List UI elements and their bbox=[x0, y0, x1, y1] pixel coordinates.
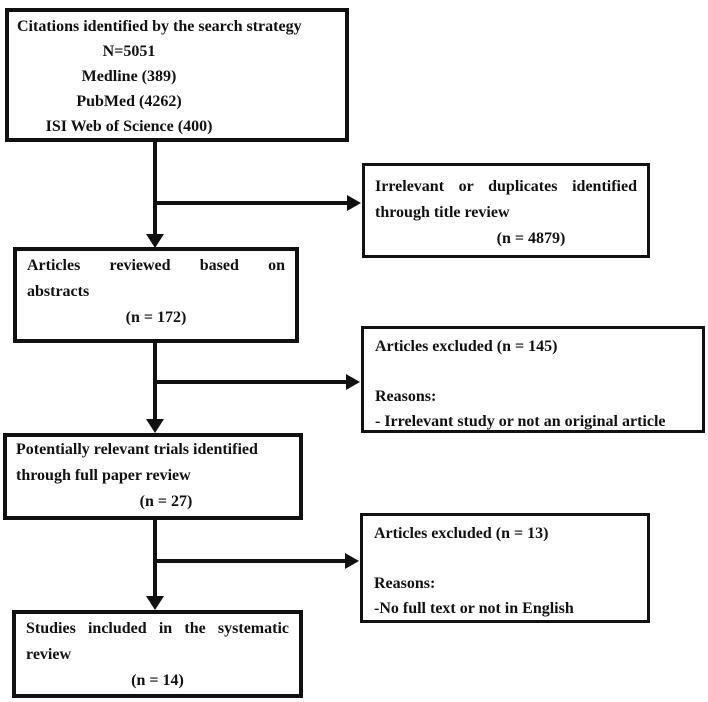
right-arrowhead bbox=[345, 553, 359, 569]
excluded-abstracts-title: Articles excluded (n = 145) bbox=[375, 338, 558, 355]
included-line1: Studies included in the systematic bbox=[26, 620, 289, 637]
arrow-citations-to-abstracts bbox=[153, 142, 157, 235]
down-arrowhead bbox=[146, 234, 164, 248]
box-excluded-abstracts: Articles excluded (n = 145) Reasons: - I… bbox=[361, 326, 705, 433]
right-arrowhead bbox=[347, 195, 361, 211]
full-paper-count: (n = 27) bbox=[139, 493, 193, 510]
citations-isi: ISI Web of Science (400) bbox=[45, 118, 213, 135]
citations-title: Citations identified by the search strat… bbox=[17, 18, 302, 35]
citations-medline: Medline (389) bbox=[81, 68, 177, 85]
arrow-branch-to-excluded-13 bbox=[155, 559, 346, 563]
title-review-line2: through title review bbox=[375, 204, 510, 221]
arrow-branch-to-title-review bbox=[155, 201, 348, 205]
citations-total: N=5051 bbox=[102, 43, 156, 60]
full-paper-line2: through full paper review bbox=[16, 467, 191, 484]
included-line2: review bbox=[26, 646, 72, 663]
abstracts-count: (n = 172) bbox=[125, 309, 187, 326]
right-arrowhead bbox=[346, 374, 360, 390]
arrow-branch-to-excluded-145 bbox=[155, 380, 347, 384]
excluded-full-title: Articles excluded (n = 13) bbox=[374, 525, 549, 542]
title-review-line1: Irrelevant or duplicates identified bbox=[375, 178, 637, 195]
down-arrowhead bbox=[146, 596, 164, 610]
box-citations-identified: Citations identified by the search strat… bbox=[5, 8, 349, 142]
box-excluded-full-paper: Articles excluded (n = 13) Reasons: -No … bbox=[360, 513, 650, 623]
excluded-abstracts-reason: - Irrelevant study or not an original ar… bbox=[375, 413, 666, 430]
citations-sources: N=5051 Medline (389) PubMed (4262) ISI W… bbox=[17, 39, 337, 139]
included-count: (n = 14) bbox=[131, 672, 184, 689]
full-paper-line1: Potentially relevant trials identified bbox=[16, 441, 258, 458]
blank-line bbox=[375, 359, 691, 384]
abstracts-line2: abstracts bbox=[27, 283, 90, 300]
blank-line bbox=[374, 546, 636, 571]
excluded-full-reason: -No full text or not in English bbox=[374, 600, 574, 617]
box-excluded-title-review: Irrelevant or duplicates identified thro… bbox=[362, 163, 650, 258]
box-studies-included: Studies included in the systematic revie… bbox=[12, 610, 303, 698]
box-full-paper-review: Potentially relevant trials identified t… bbox=[3, 433, 303, 520]
abstracts-line1: Articles reviewed based on bbox=[27, 257, 285, 274]
title-review-count: (n = 4879) bbox=[496, 230, 566, 247]
box-abstract-review: Articles reviewed based on abstracts (n … bbox=[13, 247, 299, 343]
citations-pubmed: PubMed (4262) bbox=[76, 93, 182, 110]
excluded-abstracts-reasons-label: Reasons: bbox=[375, 388, 437, 405]
down-arrowhead bbox=[146, 419, 164, 433]
arrow-full-paper-to-included bbox=[153, 518, 157, 597]
excluded-full-reasons-label: Reasons: bbox=[374, 575, 436, 592]
